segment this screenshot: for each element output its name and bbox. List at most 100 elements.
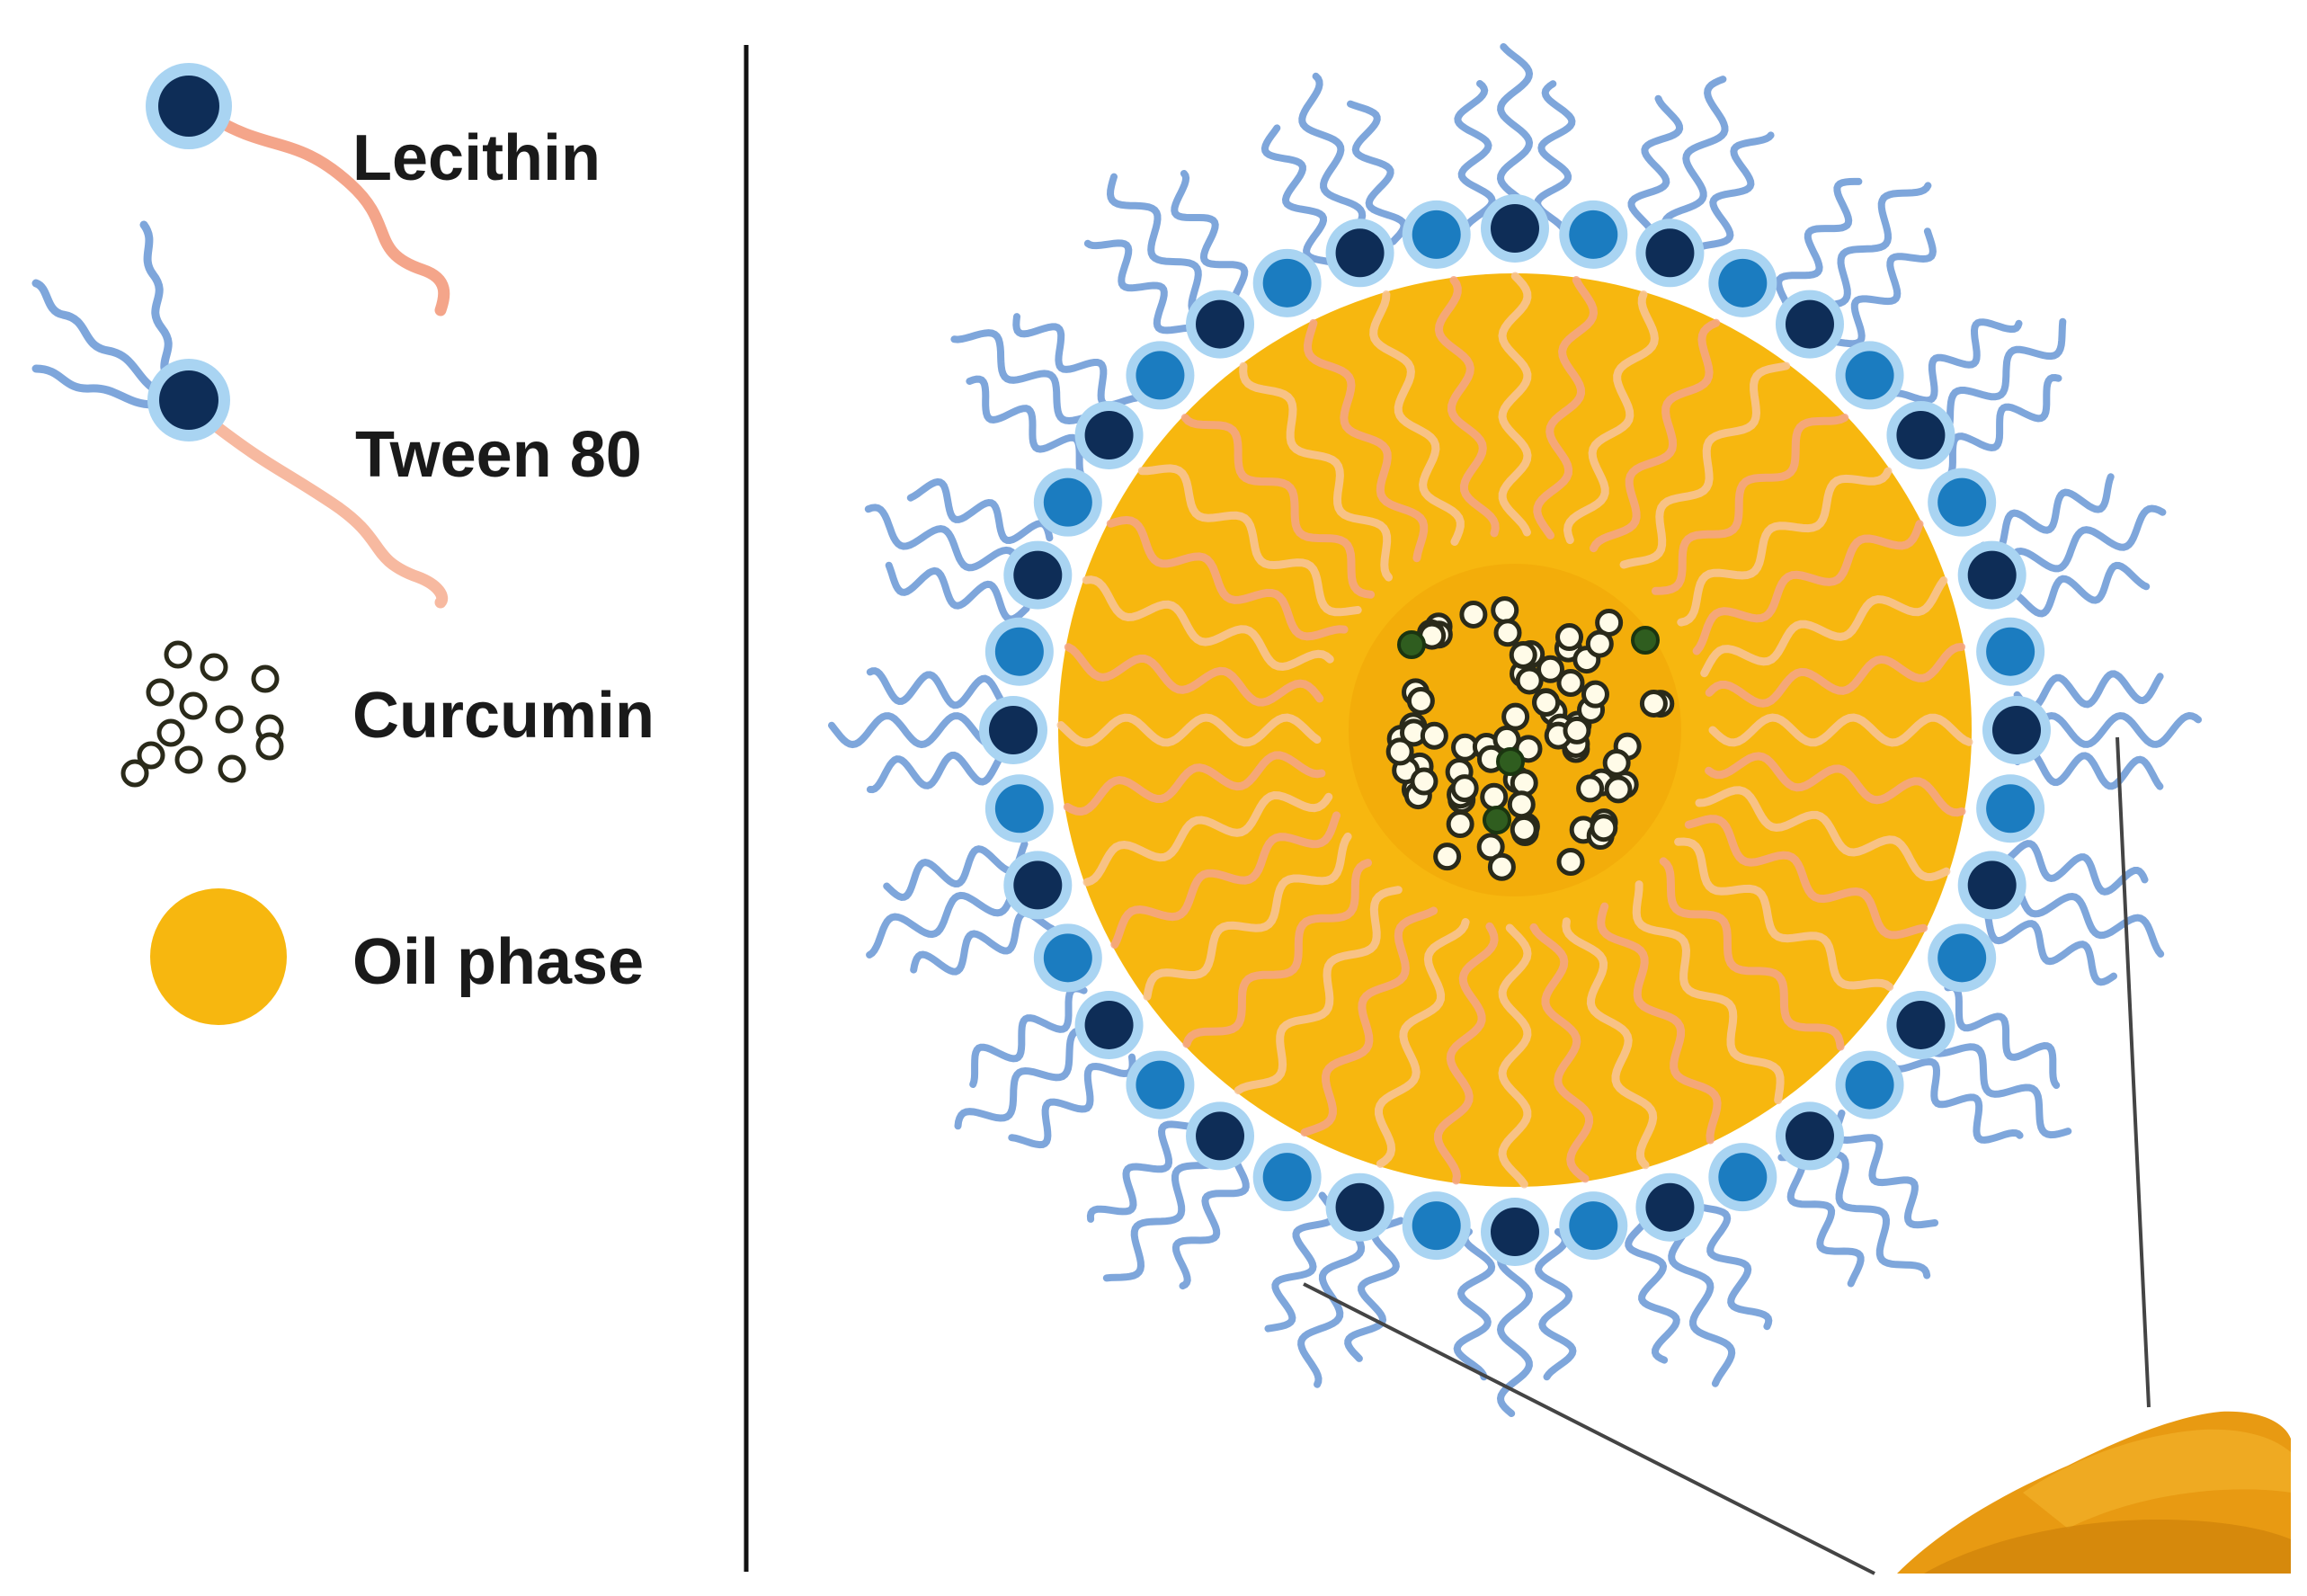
- curcumin-dot: [1410, 767, 1439, 796]
- tween80-head: [1043, 477, 1092, 527]
- tween80-tail: [1347, 100, 1408, 245]
- tween80-tail: [1994, 504, 2167, 591]
- curcumin-dot: [1446, 810, 1474, 839]
- tween80-tail: [1946, 373, 2062, 479]
- curcumin-dot: [1537, 655, 1565, 683]
- tween80-tail: [966, 375, 1085, 478]
- lipid-tail: [1498, 923, 1532, 1189]
- lipid-tail: [1597, 902, 1722, 1145]
- curcumin-dot: [1487, 852, 1516, 881]
- lipid-tail: [1705, 752, 1966, 817]
- tween80-tail: [1998, 561, 2151, 618]
- lecithin-head: [1785, 1111, 1834, 1161]
- tween80-head: [1986, 627, 2035, 676]
- curcumin-dot: [1420, 721, 1448, 750]
- lipid-tail: [1708, 713, 1973, 747]
- lipid-tail: [1695, 786, 1951, 882]
- tween80-tail: [1454, 80, 1496, 233]
- curcumin-dots-icon: [120, 640, 284, 788]
- tween80-tail: [1996, 840, 2149, 896]
- curcumin-dot: [1563, 716, 1591, 745]
- curcumin-dot-icon: [255, 732, 284, 761]
- curcumin-dot-icon: [218, 754, 246, 783]
- tween80-head: [1412, 1201, 1461, 1251]
- legend-item-curcumin: Curcumin: [120, 640, 655, 788]
- curcumin-dot-icon: [251, 664, 280, 693]
- lipid-tail: [1063, 751, 1326, 816]
- tween80-head: [1986, 784, 2035, 834]
- tween80-head: [1718, 258, 1768, 308]
- tween80-tail: [1831, 227, 1937, 348]
- lipid-tail: [1562, 917, 1658, 1170]
- curcumin-dot: [1604, 775, 1633, 804]
- tween80-tail: [1264, 1191, 1338, 1333]
- lecithin-head: [1335, 228, 1385, 278]
- curcumin-dot: [1639, 689, 1668, 718]
- lipid-tail: [1375, 918, 1470, 1168]
- curcumin-dot: [1450, 774, 1479, 803]
- lipid-tail: [1239, 361, 1393, 582]
- tween80-head: [1043, 933, 1092, 983]
- legend-label-tween80: Tween 80: [355, 419, 642, 491]
- lipid-tail: [1180, 414, 1376, 599]
- curcumin-dot-icon: [146, 678, 174, 707]
- powder-heap-shadow: [1924, 1520, 2291, 1574]
- tween80-tail: [1775, 177, 1863, 311]
- tween80-tail: [1344, 1217, 1404, 1362]
- curcumin-dot-icon: [179, 691, 208, 720]
- lecithin-head: [1196, 299, 1245, 349]
- tween80-head: [1569, 1201, 1618, 1251]
- lipid-tail: [1533, 276, 1599, 539]
- curcumin-dot: [1509, 640, 1537, 669]
- lecithin-head-icon: [158, 76, 219, 137]
- lecithin-head: [1084, 1000, 1134, 1049]
- lipid-tail: [1529, 923, 1594, 1183]
- pointer-lines: [1303, 736, 2151, 1575]
- tween80-tail: [1086, 1120, 1207, 1223]
- tween80-head: [1262, 1153, 1312, 1202]
- tween80-tail: [910, 909, 1056, 976]
- tween80-tail: [1687, 1199, 1773, 1331]
- lecithin-head: [989, 706, 1038, 754]
- tween80-tail: [1888, 1057, 2024, 1144]
- tween80-head: [994, 784, 1044, 834]
- lipid-tail: [1110, 811, 1341, 950]
- lipid-tail: [1234, 886, 1403, 1095]
- lecithin-head: [1967, 860, 2017, 910]
- tween80-tail: [1012, 313, 1140, 409]
- curcumin-dot: [1491, 596, 1519, 625]
- curcumin-dot: [1406, 686, 1435, 715]
- curcumin-dot: [1532, 689, 1561, 718]
- tween80-tail: [2015, 711, 2202, 748]
- tween80-outer-tails: [828, 43, 2202, 1417]
- tween80-tail: [1496, 1230, 1533, 1417]
- pointer-line-right: [2115, 736, 2151, 1408]
- surfactant-heads-ring: [979, 194, 2051, 1266]
- lecithin-tail-icon: [205, 111, 450, 317]
- curcumin-powder-heap: [1897, 1411, 2291, 1574]
- curcumin-dot: [1433, 843, 1462, 871]
- tween80-head: [1845, 1060, 1894, 1110]
- lecithin-head: [1896, 411, 1946, 460]
- tween80-tail: [969, 985, 1088, 1088]
- tween80-tail: [1887, 318, 2023, 405]
- tween80-tail: [1832, 1110, 1939, 1229]
- tween80-head: [1937, 477, 1987, 527]
- oil-phase-icon: [150, 888, 287, 1025]
- legend-item-lecithin: Lecithin: [146, 63, 601, 317]
- core-dark-dot: [1631, 626, 1660, 655]
- legend-label-oil-phase: Oil phase: [352, 926, 644, 998]
- legend-item-tween80: Tween 80: [31, 220, 642, 609]
- tween80-tail: [1982, 905, 2117, 986]
- curcumin-dot-icon: [215, 705, 244, 734]
- tween80-tail: [1625, 1211, 1680, 1364]
- tween80-head: [1718, 1153, 1768, 1202]
- tween80-tail: [1171, 170, 1249, 314]
- lipid-tail: [1182, 859, 1372, 1048]
- curcumin-dot-icon: [120, 759, 149, 788]
- lecithin-head: [1013, 550, 1063, 600]
- curcumin-dot: [1555, 623, 1584, 652]
- core-dark-dot: [1496, 747, 1525, 776]
- lecithin-head: [1335, 1182, 1385, 1232]
